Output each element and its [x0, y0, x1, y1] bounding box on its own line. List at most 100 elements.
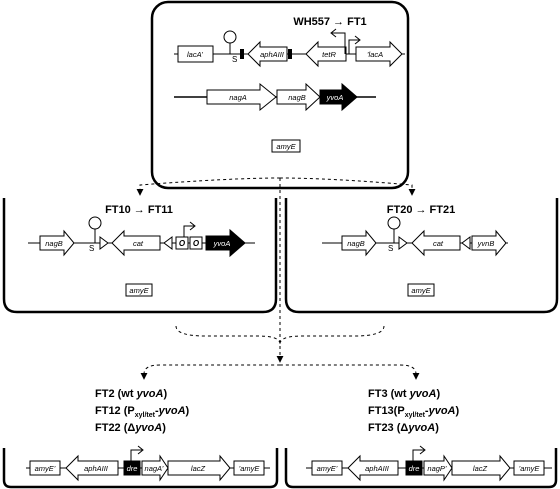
gene-aphAIII: [347, 454, 399, 482]
gene-nag-fusion-label: nagA’: [145, 464, 164, 473]
terminator-icon: [88, 216, 102, 230]
gene-nagB: [341, 229, 377, 257]
connector-left-merge: [175, 325, 281, 345]
gene-lacA-right: [355, 40, 403, 68]
gene-lacZ-label: lacZ: [473, 464, 488, 473]
gene-yvoA: [319, 82, 358, 112]
dre-site: [123, 460, 141, 476]
frt-site-icon: [99, 236, 109, 250]
connector-to-bottom-right: [280, 364, 420, 380]
gene-tetR-label: tetR: [322, 50, 336, 59]
gene-lacA-left-label: lacA’: [187, 50, 203, 59]
gene-amyE-left-label: amyE’: [35, 464, 56, 473]
gene-nag-fusion-label: nagP’: [427, 464, 447, 473]
gene-nagB-label: nagB: [45, 239, 63, 248]
operator-box: [175, 236, 189, 250]
promoter-arrow-icon: [330, 28, 337, 38]
connector-to-bottom-left: [140, 364, 280, 380]
gene-nag-fusion: [141, 454, 169, 482]
gene-amyE-left: [29, 460, 61, 476]
terminator-icon: [387, 216, 401, 230]
gene-yvoA-label: yvoA: [213, 239, 231, 248]
locus-amyE: [407, 283, 435, 297]
s-site-label: S: [89, 244, 94, 253]
gene-yvoA-label: yvoA: [326, 93, 344, 102]
gene-lacA-right-label: ’lacA: [367, 50, 383, 59]
locus-amyE-label: amyE: [129, 286, 149, 295]
gene-aphAIII-label: aphAIII: [84, 464, 108, 473]
promoter-icon: [412, 449, 424, 461]
gene-aphAIII-label: aphAIII: [260, 50, 284, 59]
strain-label: FT3 (wt yvoA): [368, 388, 440, 400]
gene-cat: [111, 229, 161, 257]
left-mid-title: FT10 → FT11: [105, 204, 173, 216]
locus-amyE-label: amyE: [411, 286, 431, 295]
gene-aphAIII: [247, 40, 288, 68]
s-site-label: S: [388, 244, 393, 253]
gene-amyE-right: [233, 460, 265, 476]
locus-amyE-label: amyE: [276, 142, 296, 151]
strain-label: FT12 (Pxyl/tet-yvoA): [95, 405, 190, 419]
left-mid-panel: [2, 198, 278, 314]
strain-label: FT2 (wt yvoA): [95, 388, 167, 400]
right-mid-panel: [284, 198, 559, 314]
gene-amyE-right: [513, 460, 545, 476]
promoter-icon: [183, 225, 194, 237]
promoter-arrow-icon: [189, 221, 196, 231]
gene-amyE-left-label: amyE’: [317, 464, 338, 473]
gene-amyE-right-label: ’amyE: [239, 464, 261, 473]
gene-nagB-label: nagB: [347, 239, 365, 248]
gene-lacZ-label: lacZ: [191, 464, 206, 473]
top-panel-title: WH557 → FT1: [293, 16, 366, 28]
strain-label: FT23 (ΔyvoA): [368, 422, 439, 434]
gene-yvoA: [205, 228, 246, 258]
gene-amyE-left: [311, 460, 343, 476]
right-bottom-panel: [284, 448, 558, 489]
gene-cat-label: cat: [433, 239, 444, 248]
frt-site-icon: [461, 236, 471, 250]
operator-box: [189, 236, 203, 250]
gene-cat-label: cat: [133, 239, 144, 248]
promoter-arrow-icon: [354, 35, 361, 45]
frt-site-icon: [398, 236, 408, 250]
promoter-icon: [130, 449, 142, 461]
promoter-icon: [332, 32, 346, 54]
s-site-label: S: [232, 55, 237, 64]
gene-aphAIII-label: aphAIII: [365, 464, 389, 473]
gene-amyE-right-label: ’amyE: [519, 464, 541, 473]
promoter-arrow-icon: [137, 445, 144, 455]
gene-tetR: [305, 40, 347, 68]
gene-nagB-label: nagB: [288, 93, 306, 102]
gene-yvnB: [471, 229, 507, 257]
promoter-arrow-icon: [419, 445, 426, 455]
right-mid-title: FT20 → FT21: [387, 204, 455, 216]
gene-nagB: [276, 82, 321, 112]
gene-lacZ: [167, 454, 231, 482]
connector-right-merge: [279, 325, 385, 345]
gene-lacA-left: [177, 45, 214, 63]
terminator-icon: [223, 30, 237, 44]
gene-lacZ: [451, 454, 511, 482]
gene-cat: [411, 229, 461, 257]
frt-site-icon: [288, 49, 292, 59]
strain-label: FT22 (ΔyvoA): [95, 422, 166, 434]
frt-site-icon: [163, 236, 173, 250]
gene-nagA-label: nagA: [229, 93, 247, 102]
left-bottom-panel: [2, 448, 279, 489]
promoter-icon: [348, 39, 359, 54]
operator-label: O: [193, 239, 200, 248]
gene-nagB: [39, 229, 75, 257]
operator-label: O: [179, 239, 186, 248]
gene-nagA: [206, 82, 277, 112]
connector-to-right: [279, 177, 416, 196]
strain-label: FT13(Pxyl/tet-yvoA): [368, 405, 460, 419]
dre-site: [405, 460, 423, 476]
gene-yvnB-label: yvnB: [477, 239, 495, 248]
locus-amyE: [125, 283, 153, 297]
gene-nag-fusion: [423, 454, 453, 482]
dre-site-label: dre: [409, 464, 420, 473]
dre-site-label: dre: [127, 464, 138, 473]
connector-to-left: [136, 177, 281, 196]
locus-amyE: [271, 139, 301, 153]
